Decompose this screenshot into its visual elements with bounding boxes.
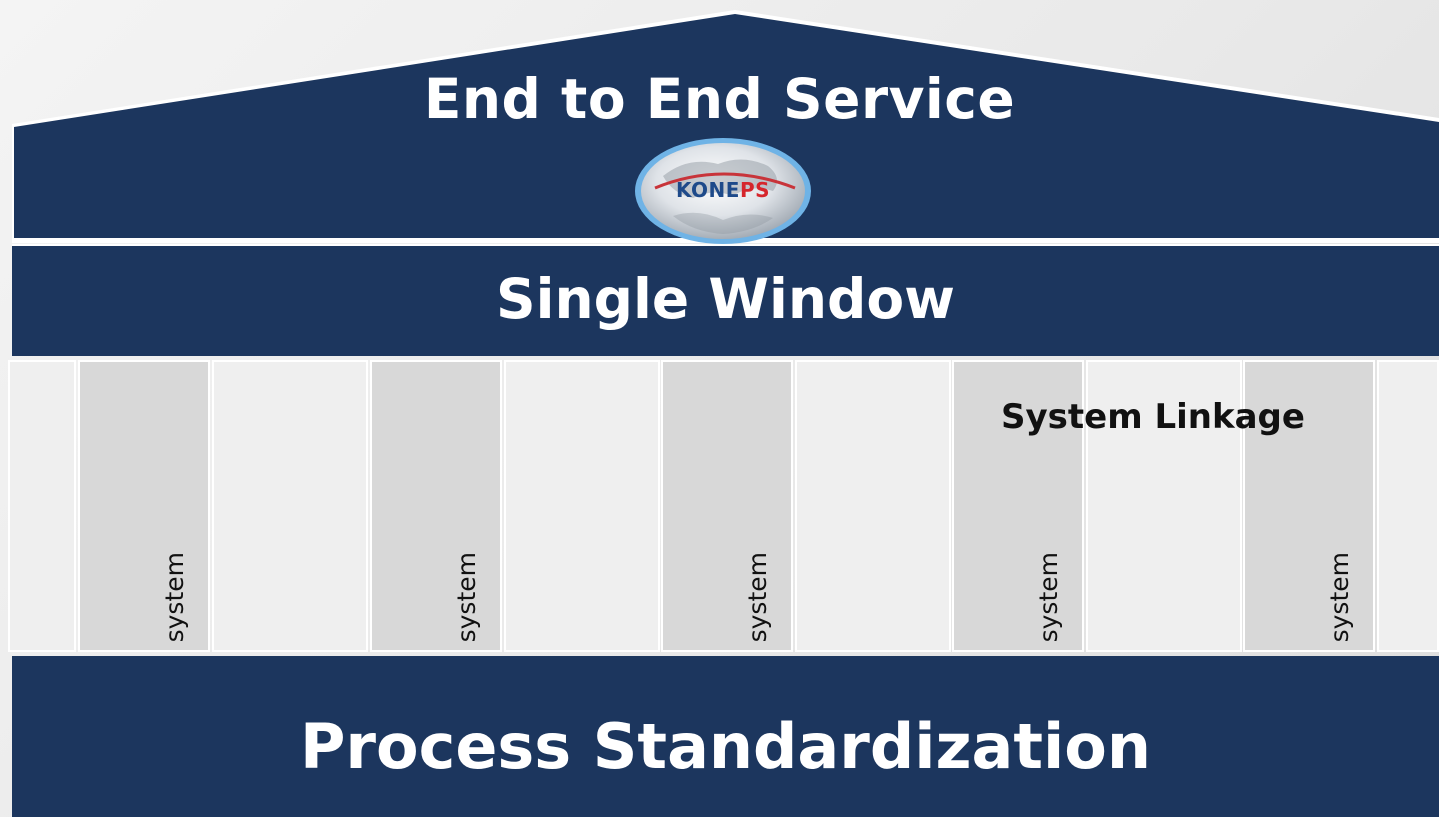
base-title: Process Standardization [299,710,1152,783]
system-label: system [160,551,189,642]
single-window-band: Single Window [12,244,1439,356]
system-pillar-3: system [661,360,793,652]
gap-panel [8,360,76,652]
gap-panel [1377,360,1439,652]
koneps-logo: KONEPS [633,136,813,246]
system-pillar-2: system [370,360,502,652]
system-label: system [1325,551,1354,642]
system-pillar-1: system [78,360,210,652]
gap-panel [504,360,660,652]
roof-shape [12,10,1439,243]
system-label: system [452,551,481,642]
roof-title: End to End Service [423,67,1016,131]
system-linkage-label: System Linkage [1001,397,1305,437]
gap-panel [795,360,951,652]
system-label: system [1034,551,1063,642]
system-pillar-4: system [952,360,1084,652]
system-label: system [743,551,772,642]
process-standardization-base: Process Standardization [12,656,1439,817]
gap-panel [1086,360,1242,652]
system-pillar-5: system [1243,360,1375,652]
logo-text: KONEPS [675,178,771,202]
single-window-title: Single Window [496,267,955,331]
gap-panel [212,360,368,652]
pillars-area: system system system system system Syste… [0,356,1439,656]
